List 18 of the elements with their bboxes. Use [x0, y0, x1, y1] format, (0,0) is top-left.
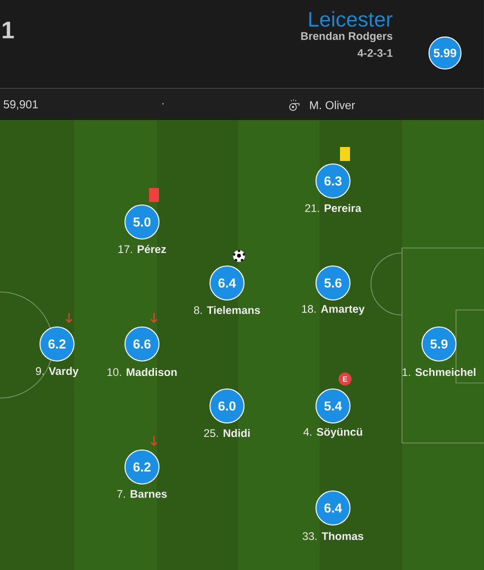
player-name: 7. Barnes [117, 490, 167, 498]
player-name: 4. Söyüncü [303, 428, 362, 438]
player-name: 10. Maddison [107, 368, 177, 376]
player-name: 17. Pérez [118, 244, 166, 254]
player-name: 18. Amartey [302, 305, 365, 315]
team-name: Leicester [309, 11, 392, 27]
player-name: 21. Pereira [305, 204, 362, 212]
score: 1 [2, 22, 14, 38]
separator: · [162, 103, 164, 104]
player-name: 9. Vardy [36, 366, 79, 378]
attendance: 59,901 [4, 100, 38, 110]
player-name: 8. Tielemans [194, 306, 260, 314]
player-name: 33. Thomas [302, 532, 364, 540]
manager-name: Brendan Rodgers [301, 32, 392, 42]
player-name: 25. Ndidi [204, 428, 250, 438]
formation: 4-2-3-1 [358, 49, 392, 57]
referee-name: M. Oliver [310, 100, 355, 110]
player-name: 1. Schmeichel [402, 368, 476, 376]
